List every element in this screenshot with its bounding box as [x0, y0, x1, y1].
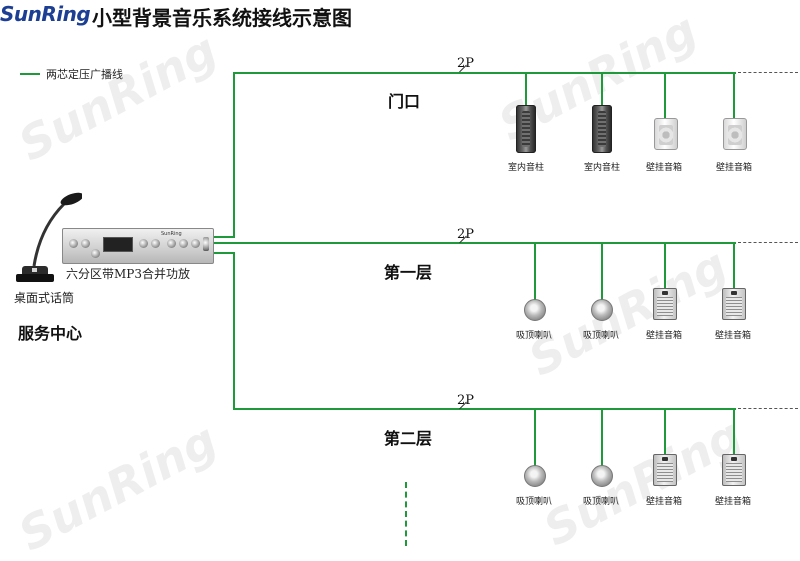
- display-icon: [103, 237, 133, 252]
- device-caption: 壁挂音箱: [715, 163, 752, 173]
- watermark: SunRing: [9, 22, 226, 172]
- service-center-label: 服务中心: [18, 324, 83, 343]
- zone3-cable-label: 2P: [457, 393, 474, 408]
- device-caption: 室内音柱: [583, 163, 620, 173]
- drop-wire: [534, 408, 536, 466]
- zone1-bus: [233, 72, 736, 74]
- amp-output-wire: [212, 236, 234, 238]
- zone1-cable-label: 2P: [457, 56, 474, 71]
- legend-wire-swatch: [20, 73, 40, 75]
- device-caption: 壁挂音箱: [645, 331, 682, 341]
- legend-label: 两芯定压广播线: [46, 68, 123, 81]
- wall-speaker-icon: [653, 288, 677, 320]
- ceiling-speaker-icon: [591, 299, 613, 321]
- drop-wire: [534, 242, 536, 300]
- device-caption: 室内音柱: [507, 163, 544, 173]
- knob-icon: [69, 239, 78, 248]
- ceiling-speaker-icon: [524, 299, 546, 321]
- amplifier-icon: SunRing: [62, 228, 214, 264]
- zone2-bus-extension: [738, 242, 798, 243]
- wall-speaker-icon: [654, 118, 678, 150]
- zone2-bus: [233, 242, 736, 244]
- wall-speaker-icon: [722, 288, 746, 320]
- knob-icon: [81, 239, 90, 248]
- drop-wire: [664, 408, 666, 454]
- device-caption: 吸顶喇叭: [582, 497, 619, 507]
- trunk-wire-zone3: [233, 252, 235, 410]
- knob-icon: [139, 239, 148, 248]
- drop-wire: [733, 72, 735, 118]
- column-speaker-icon: [516, 105, 536, 153]
- device-caption: 吸顶喇叭: [515, 331, 552, 341]
- device-caption: 壁挂音箱: [714, 331, 751, 341]
- drop-wire: [733, 242, 735, 288]
- drop-wire: [664, 242, 666, 288]
- drop-wire: [664, 72, 666, 118]
- ceiling-speaker-icon: [591, 465, 613, 487]
- device-caption: 壁挂音箱: [645, 497, 682, 507]
- amp-output-wire: [212, 242, 234, 244]
- microphone-label: 桌面式话筒: [14, 291, 75, 305]
- knob-icon: [91, 249, 100, 258]
- amp-output-wire: [212, 252, 234, 254]
- device-caption: 吸顶喇叭: [582, 331, 619, 341]
- zone3-bus: [233, 408, 736, 410]
- column-speaker-icon: [592, 105, 612, 153]
- zone1-bus-extension: [738, 72, 798, 73]
- drop-wire: [601, 72, 603, 106]
- drop-wire: [601, 242, 603, 300]
- watermark: SunRing: [519, 237, 736, 387]
- zone2-cable-label: 2P: [457, 227, 474, 242]
- trunk-wire-zone1: [233, 72, 235, 238]
- zone3-name: 第二层: [384, 429, 433, 448]
- wall-speaker-icon: [653, 454, 677, 486]
- zone2-name: 第一层: [384, 263, 433, 282]
- page-title: 小型背景音乐系统接线示意图: [92, 6, 352, 30]
- watermark: SunRing: [534, 407, 751, 557]
- watermark: SunRing: [9, 412, 226, 561]
- drop-wire: [601, 408, 603, 466]
- amplifier-label: 六分区带MP3合并功放: [66, 267, 190, 281]
- amplifier-brand: SunRing: [161, 231, 182, 237]
- knob-icon: [151, 239, 160, 248]
- power-switch-icon: [203, 237, 209, 251]
- drop-wire: [733, 408, 735, 454]
- ceiling-speaker-icon: [524, 465, 546, 487]
- knob-icon: [179, 239, 188, 248]
- device-caption: 壁挂音箱: [714, 497, 751, 507]
- continuation-wire: [405, 482, 407, 546]
- knob-icon: [167, 239, 176, 248]
- zone3-bus-extension: [738, 408, 798, 409]
- knob-icon: [191, 239, 200, 248]
- device-caption: 壁挂音箱: [645, 163, 682, 173]
- microphone-icon: [16, 192, 82, 282]
- zone1-name: 门口: [388, 92, 421, 111]
- device-caption: 吸顶喇叭: [515, 497, 552, 507]
- wall-speaker-icon: [722, 454, 746, 486]
- wall-speaker-icon: [723, 118, 747, 150]
- drop-wire: [525, 72, 527, 106]
- brand-logo: SunRing: [0, 2, 91, 26]
